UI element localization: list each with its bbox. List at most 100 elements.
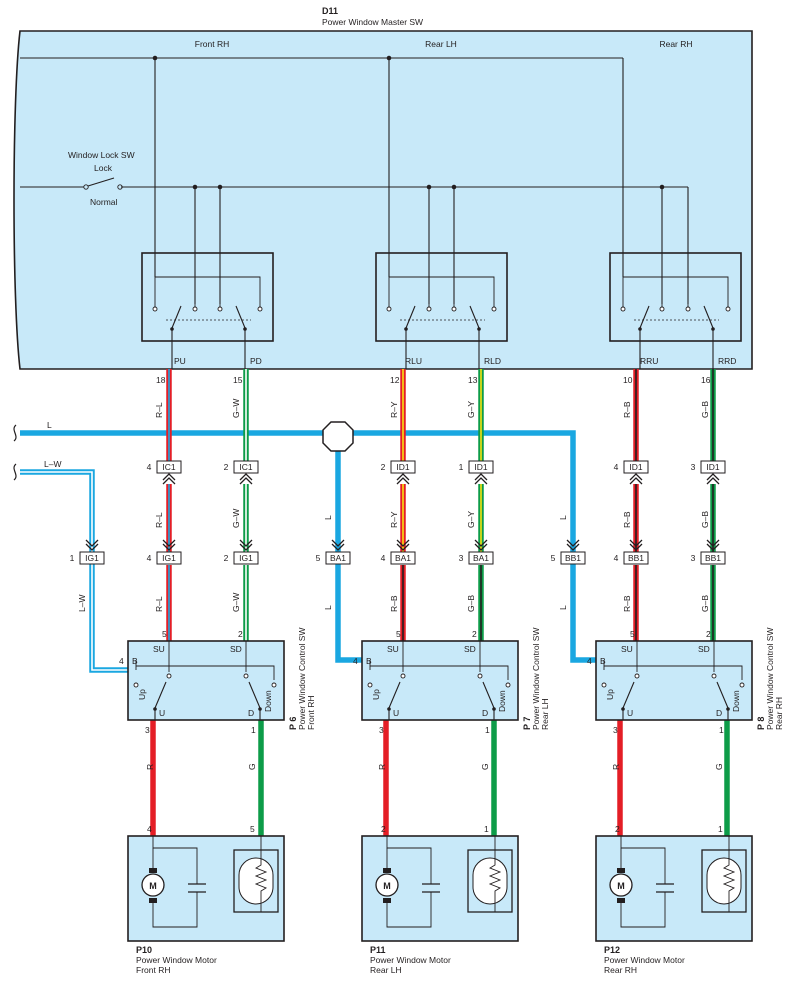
connector-chevron	[162, 539, 176, 551]
control-switch-location: Front RH	[306, 696, 316, 730]
connector-pin: 5	[551, 553, 556, 563]
motor-location: Front RH	[136, 965, 170, 975]
term-b: B	[366, 656, 372, 666]
connector-label: ID1	[706, 462, 720, 472]
connector-label: BA1	[473, 553, 489, 563]
terminal-rrd: RRD	[718, 356, 736, 366]
term-sd: SD	[464, 644, 476, 654]
connector-chevron	[629, 473, 643, 485]
pin-g: 5	[250, 824, 255, 834]
connector-chevron	[396, 473, 410, 485]
term-d: D	[482, 708, 488, 718]
connector-pin: 3	[691, 462, 696, 472]
term-b: B	[600, 656, 606, 666]
wire-lw	[20, 469, 128, 673]
control-switch-location: Rear RH	[774, 697, 784, 730]
wire-break-mark	[13, 463, 17, 481]
term-su: SU	[387, 644, 399, 654]
svg-text:R–B: R–B	[622, 511, 632, 528]
label-up: Up	[605, 689, 615, 700]
connector-chevron	[85, 539, 99, 551]
wire-break-mark	[13, 424, 17, 442]
pin-b: 4	[587, 656, 592, 666]
connector-chevron	[566, 539, 580, 551]
connector-label: BA1	[395, 553, 411, 563]
junction-connector	[322, 421, 354, 452]
connector-id1-d: ID1 3	[691, 460, 726, 474]
term-u: U	[159, 708, 165, 718]
svg-text:G–W: G–W	[231, 399, 241, 418]
connector-label: ID1	[396, 462, 410, 472]
connector-pin: 2	[224, 553, 229, 563]
pin-rru: 10	[623, 375, 633, 385]
wire-color-labels: R–L G–W R–Y G–Y R–B G–B R–L G–W R–Y G–Y …	[44, 399, 724, 770]
connector-label: IC1	[239, 462, 253, 472]
connector-label: ID1	[629, 462, 643, 472]
connector-chevron	[239, 473, 253, 485]
motor-code: P12	[604, 945, 620, 955]
pin-sd: 2	[238, 629, 243, 639]
master-sub-switches	[141, 252, 742, 369]
pin-su: 5	[162, 629, 167, 639]
svg-text:G–Y: G–Y	[466, 511, 476, 528]
connector-pin: 4	[381, 553, 386, 563]
connector-pin: 1	[459, 462, 464, 472]
wire-lw-stripe	[20, 471, 128, 671]
pin-d: 1	[719, 725, 724, 735]
master-sub-switch-2	[609, 252, 742, 369]
connector-pin: 4	[147, 553, 152, 563]
svg-text:G–B: G–B	[700, 511, 710, 528]
wire-harness	[13, 369, 730, 836]
connector-chevron	[706, 539, 720, 551]
motor-name: Power Window Motor	[136, 955, 217, 965]
svg-text:G–Y: G–Y	[466, 401, 476, 418]
svg-text:G: G	[480, 763, 490, 770]
connector-pin: 4	[147, 462, 152, 472]
pin-g: 1	[484, 824, 489, 834]
pin-su: 5	[396, 629, 401, 639]
svg-text:R–B: R–B	[622, 595, 632, 612]
term-sd: SD	[698, 644, 710, 654]
motor-icon	[141, 873, 165, 897]
control-switch-code: P 8	[756, 717, 766, 730]
terminal-pu: PU	[174, 356, 186, 366]
connector-label: IG1	[239, 553, 253, 563]
section-label-front-rh: Front RH	[195, 39, 229, 49]
connector-label: BB1	[628, 553, 644, 563]
connector-pin: 3	[459, 553, 464, 563]
svg-text:L–W: L–W	[77, 595, 87, 612]
ptc-frame	[233, 849, 279, 913]
wire-l-bus	[20, 430, 576, 558]
connector-chevron	[629, 539, 643, 551]
sub-switch-frame	[141, 252, 274, 342]
master-internal-wiring	[20, 55, 689, 304]
svg-text:R–L: R–L	[154, 512, 164, 528]
control-switch-code: P 7	[522, 717, 532, 730]
pin-su: 5	[630, 629, 635, 639]
ptc-frame	[701, 849, 747, 913]
motor-location: Rear RH	[604, 965, 637, 975]
master-switch-box	[13, 30, 753, 370]
pin-u: 3	[613, 725, 618, 735]
control-switch-box	[127, 640, 285, 721]
connector-label: BB1	[565, 553, 581, 563]
svg-text:R: R	[145, 764, 155, 770]
svg-text:G–B: G–B	[700, 595, 710, 612]
svg-text:G–B: G–B	[466, 595, 476, 612]
pin-g: 1	[718, 824, 723, 834]
connector-chevron	[474, 473, 488, 485]
pin-pu: 18	[156, 375, 166, 385]
svg-text:G–W: G–W	[231, 593, 241, 612]
